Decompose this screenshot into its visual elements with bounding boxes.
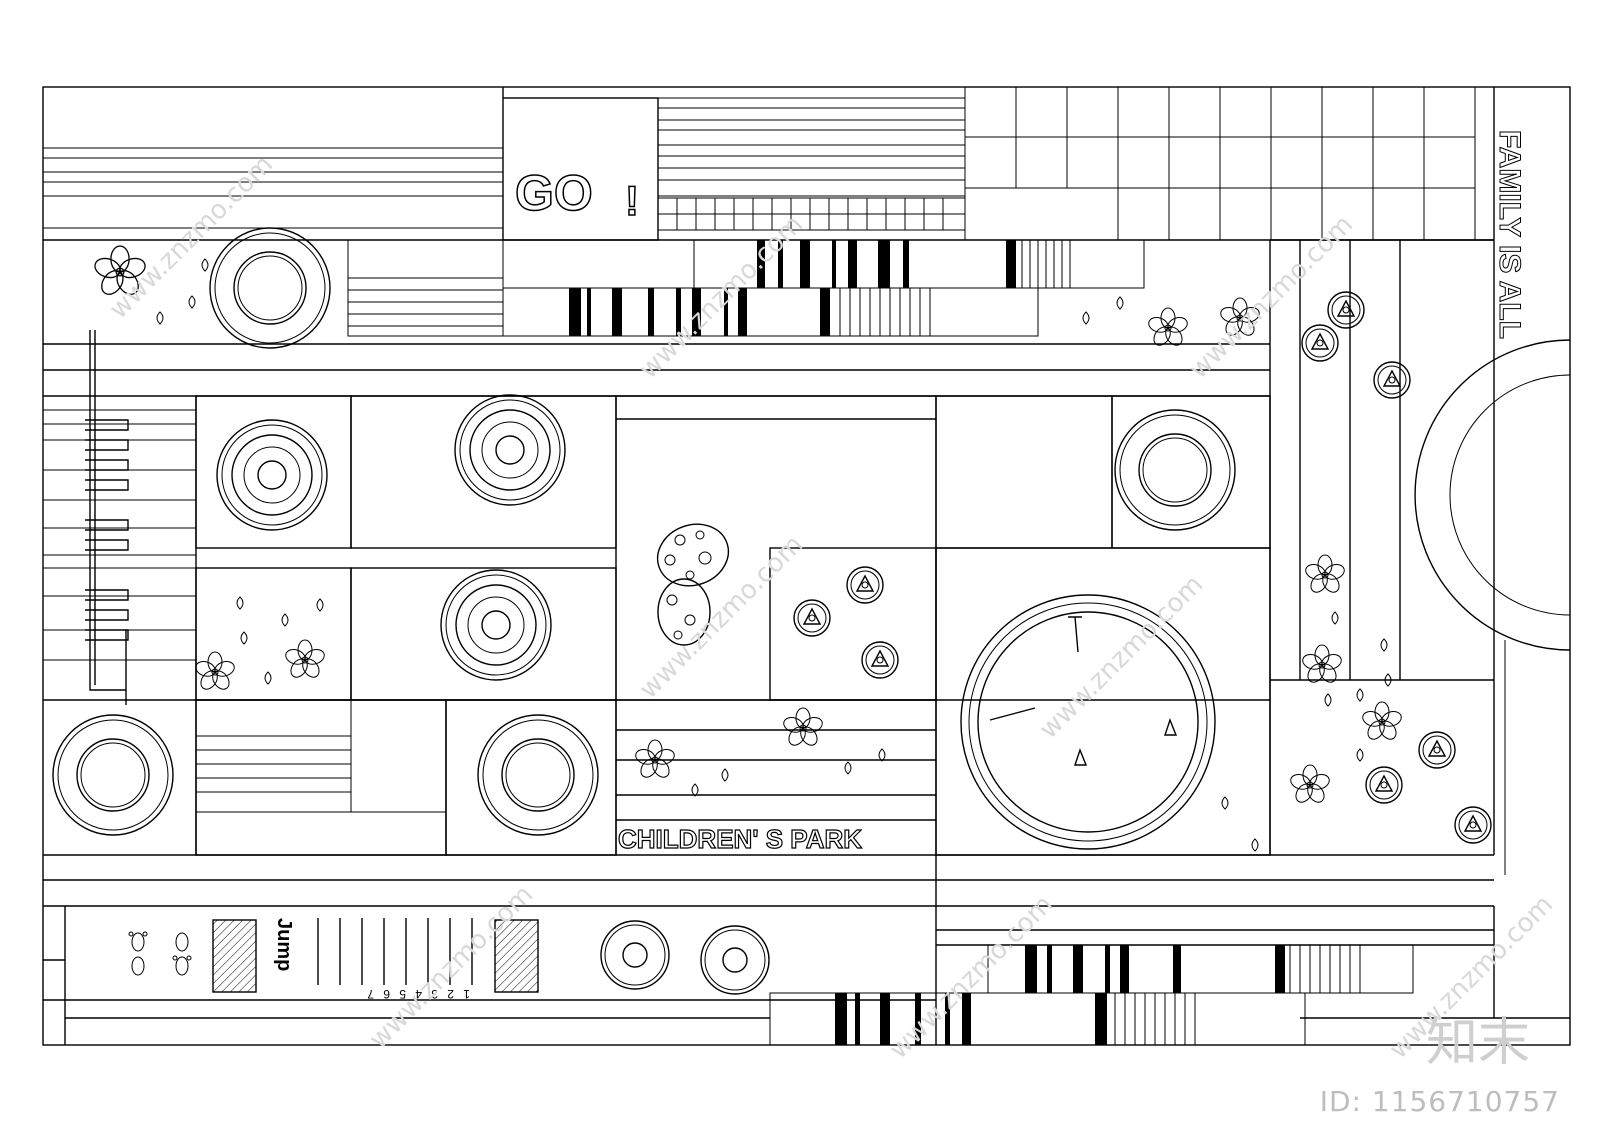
climbing-rocks: [656, 523, 730, 646]
badge-4: [1327, 291, 1365, 329]
go-label: GO: [515, 165, 593, 221]
target-mid-1: [454, 394, 566, 506]
badge-1: [846, 566, 884, 604]
park-label: CHILDREN' S PARK: [618, 824, 862, 854]
flower-8: [1303, 554, 1347, 596]
bottom-section: [43, 906, 1570, 1045]
barcode-strip-lower: [769, 944, 1414, 1046]
flower-7: [1146, 307, 1190, 349]
spinner-2: [700, 925, 770, 995]
flower-5: [781, 707, 825, 749]
hop-numbers: 1 2 3 4 5 6 7: [367, 987, 470, 1001]
badge-3: [861, 641, 899, 679]
footprints: [128, 931, 192, 976]
flower-10: [1360, 701, 1404, 743]
band-lines: [43, 343, 1494, 907]
watermark-brand: 知末: [1425, 1013, 1530, 1073]
watermark-image-id: ID: 1156710757: [1319, 1085, 1560, 1118]
climbing-bars: [85, 330, 129, 705]
badge-6: [1373, 361, 1411, 399]
barcode-strip-upper: [502, 239, 1145, 337]
flower-3: [193, 651, 237, 693]
central-panels: [615, 395, 1271, 1045]
flower-2: [283, 639, 327, 681]
top-left-stripes: [43, 147, 503, 241]
badge-8: [1365, 766, 1403, 804]
watermark-text-1: www.znzmo.com: [104, 150, 279, 325]
target-left-1: [216, 419, 328, 531]
left-blocks: [195, 395, 617, 856]
go-exclamation: !: [625, 177, 639, 224]
badge-5: [1301, 324, 1339, 362]
flower-11: [1288, 764, 1332, 806]
right-column: [1269, 87, 1495, 855]
family-circle: [1414, 339, 1571, 875]
jump-label: Jump: [273, 918, 295, 971]
badge-9: [1454, 806, 1492, 844]
hopscotch-bars: [317, 918, 473, 985]
hatched-mat-right: [494, 919, 539, 993]
badge-2: [793, 599, 831, 637]
family-label: FAMILY IS ALL: [1493, 130, 1526, 339]
ring-bottom-mid: [477, 714, 599, 836]
flower-9: [1300, 644, 1344, 686]
watermark-text-5: www.znzmo.com: [1034, 570, 1209, 745]
watermark-text-2: www.znzmo.com: [634, 210, 809, 385]
top-middle-stripes: [658, 97, 965, 197]
spinner-1: [600, 920, 670, 990]
left-strip-lines: [43, 409, 616, 813]
badge-7: [1418, 731, 1456, 769]
target-mid-2: [440, 569, 552, 681]
sundial: [960, 594, 1216, 850]
ring-top-left: [209, 227, 331, 349]
upper-left-stripes: [347, 239, 504, 337]
ring-right: [1114, 409, 1236, 531]
watermark-text-4: www.znzmo.com: [634, 530, 809, 705]
ring-bottom-left: [52, 714, 174, 836]
hatched-mat-left: [212, 919, 257, 993]
tile-row-motifs: [657, 197, 966, 231]
